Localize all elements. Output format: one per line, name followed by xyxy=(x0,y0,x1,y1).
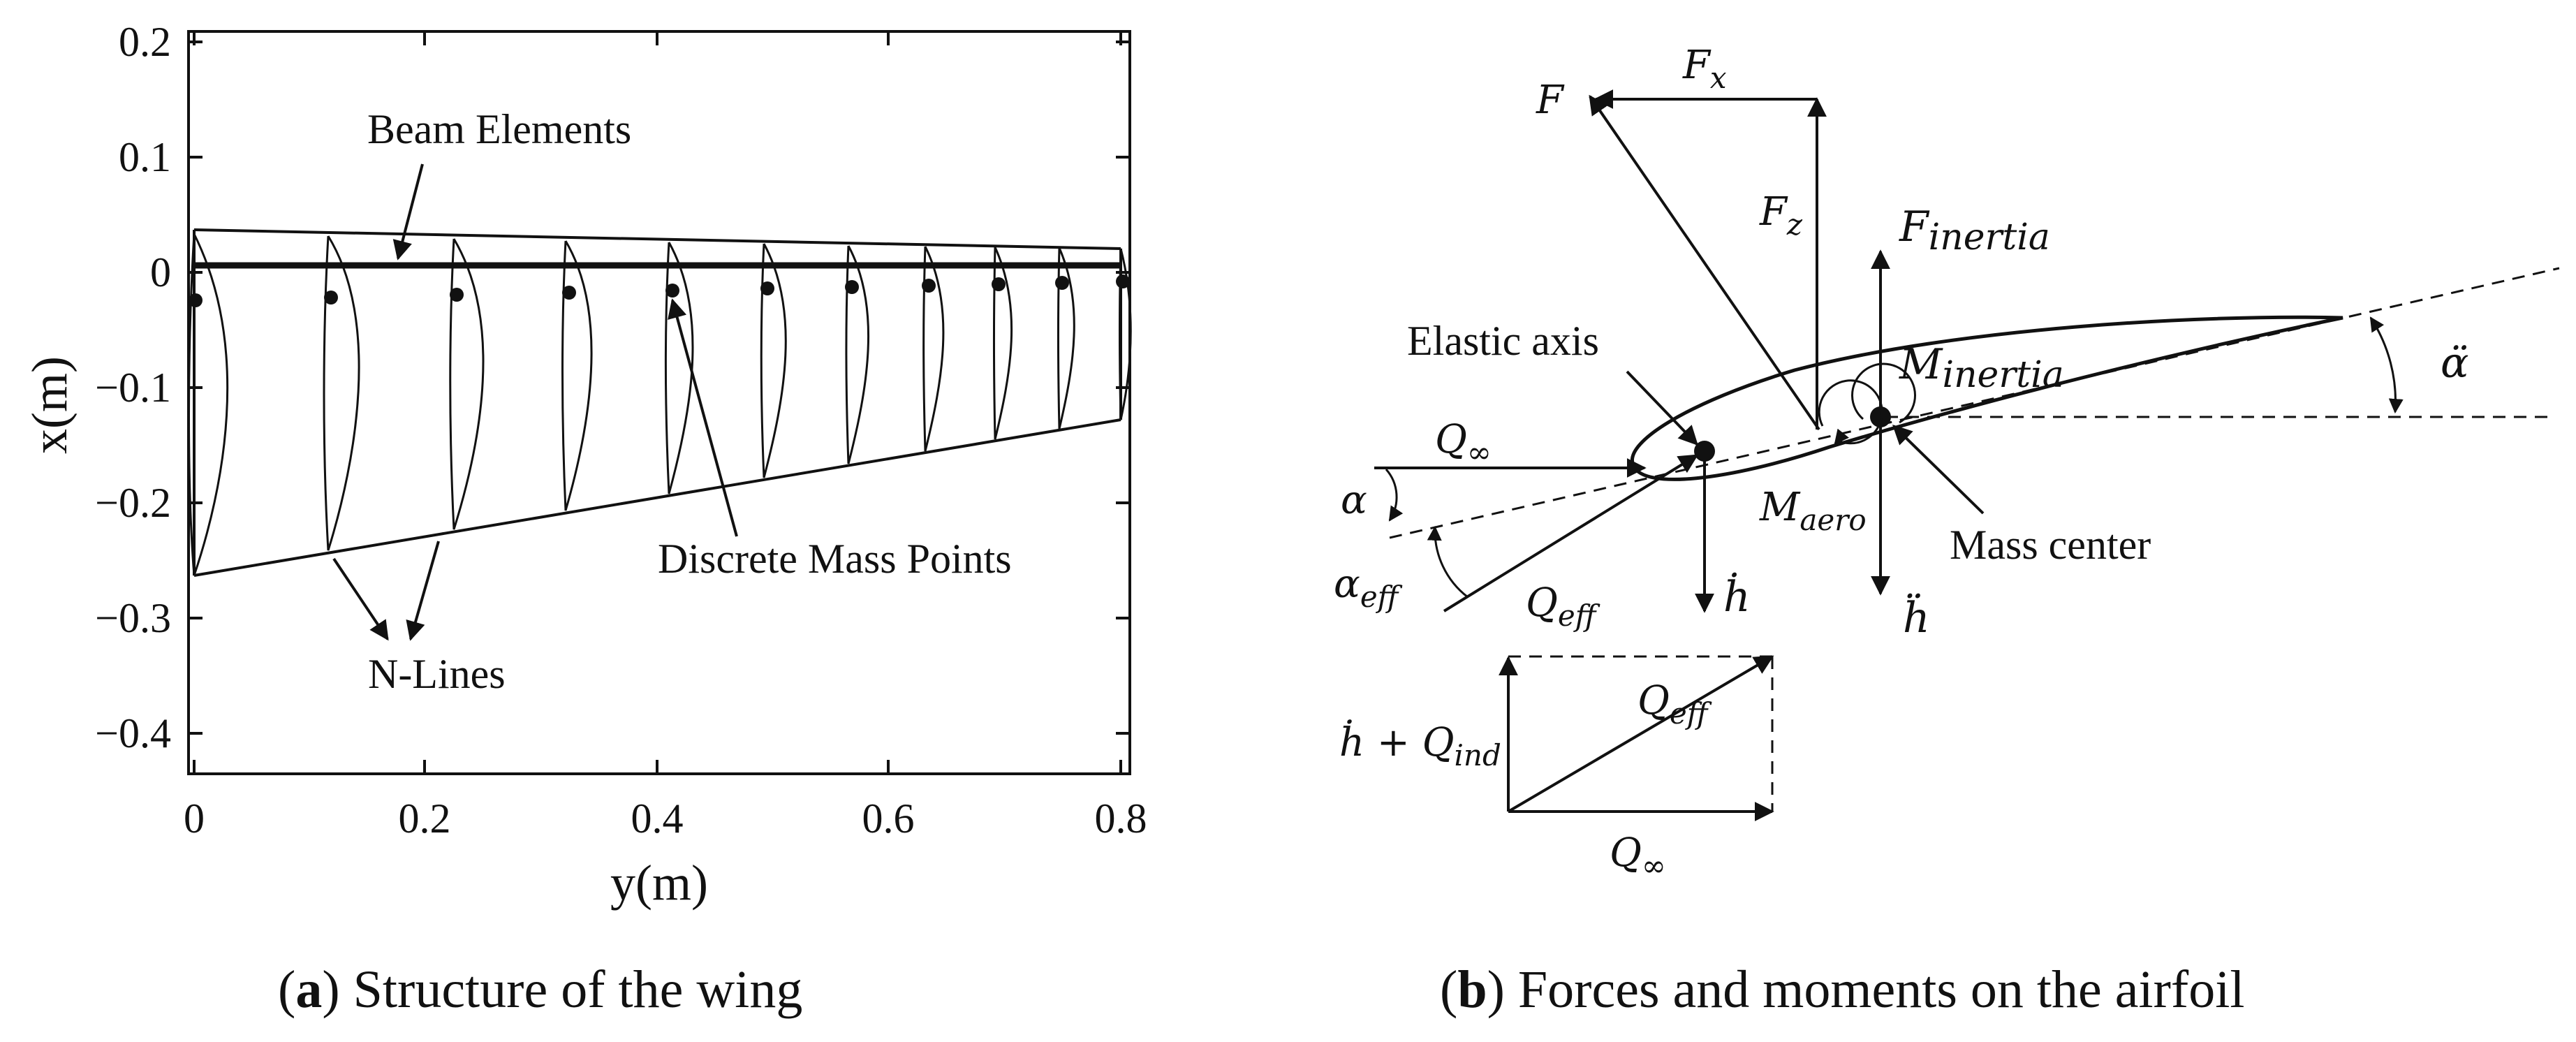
mass-center-label: Mass center xyxy=(1950,522,2151,568)
airfoil xyxy=(1631,315,2343,481)
alpha-ddot-arc xyxy=(2369,316,2404,414)
panel-a-wing-structure: 0.2 0.1 0 −0.1 −0.2 −0.3 −0.4 x(m) xyxy=(22,19,1147,1019)
h-dot-label: ḣ xyxy=(1723,573,1751,622)
y-tick-label: −0.4 xyxy=(95,710,171,756)
mass-point xyxy=(760,281,774,295)
x-tick-label: 0.2 xyxy=(399,795,451,842)
y-axis: 0.2 0.1 0 −0.1 −0.2 −0.3 −0.4 x(m) xyxy=(22,19,1130,756)
elastic-axis-pointer xyxy=(1626,370,1698,446)
mass-point xyxy=(324,291,338,304)
caption-a: (a) Structure of the wing xyxy=(278,960,802,1019)
Fz-label: Fz xyxy=(1759,189,1803,242)
mass-center-pointer xyxy=(1892,425,1985,515)
y-tick-label: −0.2 xyxy=(95,480,171,526)
F-label: F xyxy=(1536,78,1565,123)
n-lines-arrow-2 xyxy=(406,541,440,641)
mass-point xyxy=(1116,274,1130,288)
elastic-axis-label: Elastic axis xyxy=(1407,318,1599,364)
discrete-mass-points xyxy=(189,274,1130,307)
x-axis: 0 0.2 0.4 0.6 0.8 y(m) xyxy=(184,31,1147,911)
mass-point xyxy=(450,288,464,302)
y-axis-title: x(m) xyxy=(22,356,78,454)
mass-point xyxy=(665,284,679,298)
n-lines-label: N-Lines xyxy=(368,651,506,697)
q-inf-bottom-label: Q∞ xyxy=(1610,830,1666,883)
plot-frame xyxy=(187,30,1131,775)
alpha-ddot-label: α̈ xyxy=(2441,339,2469,388)
panel-b-forces-moments: F Fx Fz Finertia ḧ Maero Minertia Elasti… xyxy=(1334,43,2560,1019)
Q-eff-label: Qeff xyxy=(1526,580,1600,633)
airfoil-sections xyxy=(188,233,1132,576)
mass-point xyxy=(845,280,859,294)
discrete-mass-points-arrow xyxy=(668,298,738,537)
y-tick-label: −0.1 xyxy=(95,365,171,411)
discrete-mass-points-label: Discrete Mass Points xyxy=(658,536,1012,582)
h-ddot-label: ḧ xyxy=(1903,594,1930,643)
alpha-eff-arc xyxy=(1427,525,1469,599)
M-aero-arrow xyxy=(1834,428,1850,445)
mass-point xyxy=(922,279,936,293)
F-vector xyxy=(1589,94,1820,431)
M-inertia-arc xyxy=(1851,362,1916,424)
mass-point xyxy=(189,293,203,307)
x-axis-title: y(m) xyxy=(610,855,708,911)
x-tick-label: 0 xyxy=(184,795,205,842)
M-aero-label: Maero xyxy=(1759,485,1867,537)
n-lines-arrow-1 xyxy=(332,557,389,641)
y-tick-label: −0.3 xyxy=(95,595,171,641)
x-tick-label: 0.6 xyxy=(862,795,915,842)
q-eff-diag-label: Qeff xyxy=(1637,678,1712,731)
mass-point xyxy=(1055,276,1069,290)
F-inertia-label: Finertia xyxy=(1899,203,2050,258)
x-tick-label: 0.8 xyxy=(1095,795,1147,842)
M-inertia-label: Minertia xyxy=(1899,340,2064,396)
caption-b: (b) Forces and moments on the airfoil xyxy=(1440,960,2244,1019)
velocity-triangle: ḣ + Qind Qeff Q∞ xyxy=(1339,655,1774,883)
alpha-arc xyxy=(1385,469,1404,522)
alpha-eff-label: αeff xyxy=(1334,562,1403,614)
y-tick-label: 0 xyxy=(150,249,171,295)
Q-inf-label: Q∞ xyxy=(1435,417,1492,469)
x-tick-label: 0.4 xyxy=(631,795,684,842)
y-tick-label: 0.1 xyxy=(119,134,171,180)
chord-extension-line xyxy=(1389,267,2560,539)
beam-elements-arrow xyxy=(392,163,424,260)
wing-outline xyxy=(193,228,1122,577)
q-eff-diag-vector xyxy=(1507,655,1774,813)
hdot-q-ind-label: ḣ + Qind xyxy=(1339,719,1501,772)
Fx-label: Fx xyxy=(1682,43,1727,95)
mass-point xyxy=(992,277,1006,291)
beam-elements-label: Beam Elements xyxy=(367,106,631,152)
M-aero-arc xyxy=(1818,379,1883,445)
Q-eff-vector xyxy=(1443,454,1699,612)
mass-point xyxy=(562,286,576,300)
y-tick-label: 0.2 xyxy=(119,19,171,65)
alpha-label: α xyxy=(1341,478,1367,523)
